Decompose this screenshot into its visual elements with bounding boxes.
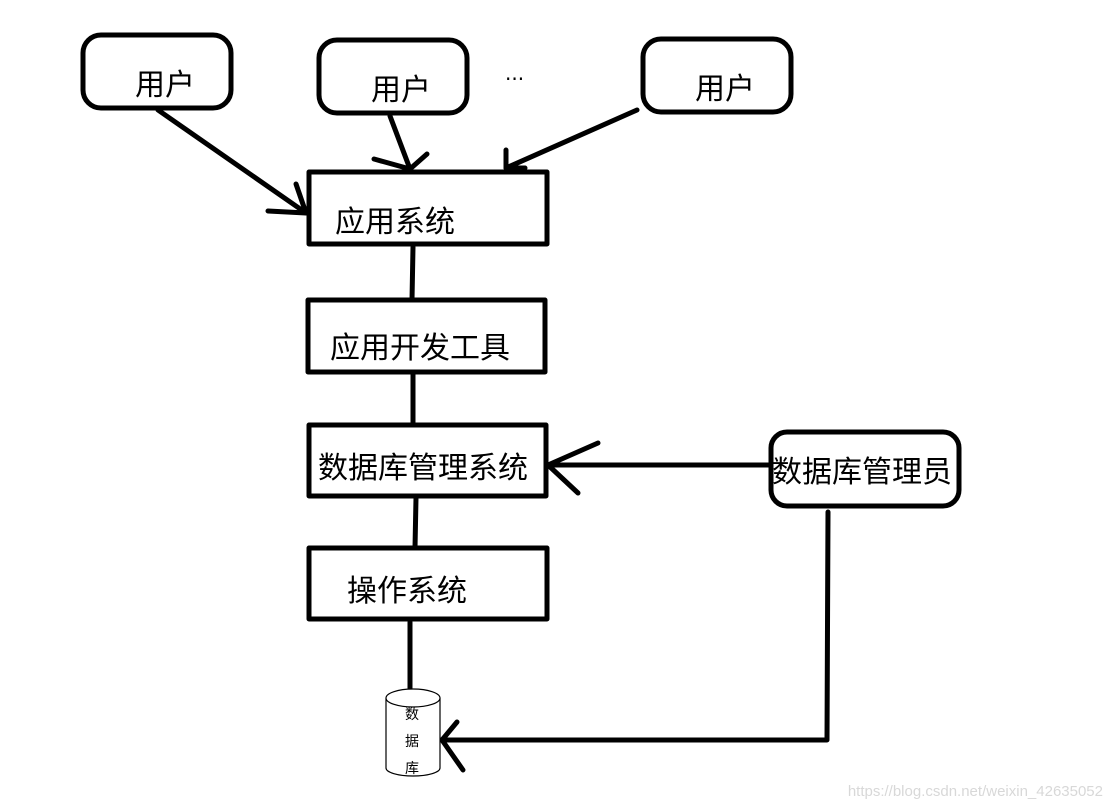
layer-label-dbms: 数据库管理系统	[318, 451, 528, 486]
arrow-user2-to-app	[387, 113, 413, 172]
arrow-user3-to-app	[503, 107, 640, 171]
connector-dbms-to-os	[412, 495, 419, 551]
database-char-1: 数	[405, 707, 419, 723]
arrowhead-user3	[503, 147, 528, 171]
arrow-user1-to-app	[155, 107, 309, 216]
ellipsis-more-users: ···	[505, 67, 524, 91]
dba-label: 数据库管理员	[772, 455, 952, 490]
user-label-2: 用户	[371, 73, 431, 108]
database-cylinder-icon	[385, 688, 441, 777]
layer-box-os	[306, 545, 550, 622]
watermark: https://blog.csdn.net/weixin_42635052	[847, 783, 1103, 800]
database-char-2: 据	[405, 734, 419, 750]
user-label-3: 用户	[695, 72, 755, 107]
layer-label-dev-tools: 应用开发工具	[330, 331, 510, 366]
arrowhead-user2	[371, 151, 430, 172]
arrowhead-user1	[265, 181, 309, 216]
user-box-3	[640, 36, 794, 115]
dba-box	[768, 429, 962, 509]
arrowhead-dbms	[545, 440, 601, 496]
layer-box-application-system	[306, 169, 550, 247]
arrow-dba-to-db	[439, 509, 831, 743]
arrowhead-db	[439, 719, 466, 773]
layer-box-dbms	[306, 422, 549, 499]
layer-label-application-system: 应用系统	[335, 205, 455, 240]
layer-label-os: 操作系统	[347, 574, 467, 609]
connector-app-to-devtools	[409, 244, 416, 303]
user-box-2	[316, 37, 470, 116]
database-char-3: 库	[405, 761, 419, 777]
layer-box-dev-tools	[305, 297, 548, 375]
user-label-1: 用户	[135, 68, 195, 103]
